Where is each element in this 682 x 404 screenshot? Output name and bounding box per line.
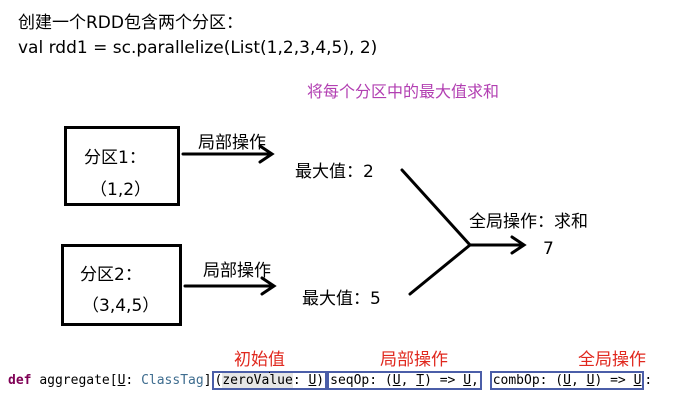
comb-arrow: ) =>: [594, 373, 634, 388]
aggregate-signature: def aggregate[U: ClassTag](zeroValue: U)…: [8, 371, 653, 390]
code-example-text: val rdd1 = sc.parallelize(List(1,2,3,4,5…: [18, 38, 378, 58]
seq-return: U: [463, 373, 472, 388]
zero-type: U: [308, 373, 317, 388]
zero-name-b: lue: [269, 373, 293, 388]
merge-line-bottom: [408, 243, 472, 296]
partition-2-values: （3,4,5）: [82, 296, 160, 316]
comb-op-annotation: 全局操作: [578, 350, 646, 370]
global-op-label: 全局操作：求和: [469, 212, 588, 232]
intro-text: 创建一个RDD包含两个分区：: [18, 13, 243, 33]
local-arrow-2-head: [260, 276, 277, 296]
classtag-type: ClassTag: [141, 373, 204, 388]
partition-2-box: [61, 244, 182, 326]
zero-value-param: (zeroValue: U): [211, 371, 328, 390]
local-op-label-2: 局部操作: [203, 261, 271, 281]
partition-1-label: 分区1：: [84, 148, 146, 168]
seq-type-t: T: [416, 373, 425, 388]
partition-1-box: [64, 126, 180, 206]
paren-close: ): [316, 373, 325, 388]
comb-tail: :: [644, 373, 653, 388]
type-param: U: [117, 373, 126, 388]
partition-1-max: 最大值：2: [295, 162, 374, 182]
comb-comma: ,: [570, 373, 587, 388]
paren-open: (: [214, 373, 223, 388]
seq-op-annotation: 局部操作: [380, 350, 448, 370]
seq-tail: ,: [471, 373, 479, 388]
global-result: 7: [543, 239, 554, 259]
seq-name: seqOp: (: [330, 373, 393, 388]
partition-2-max: 最大值：5: [302, 289, 381, 309]
def-keyword: def: [8, 373, 32, 388]
partition-2-label: 分区2：: [80, 265, 142, 285]
colon: :: [125, 373, 142, 388]
zero-colon: :: [292, 373, 309, 388]
method-name: aggregate: [39, 373, 110, 388]
partition-1-values: （1,2）: [90, 180, 152, 200]
seq-op-param: seqOp: (U, T) => U,: [327, 371, 482, 390]
type-bracket-open: [: [109, 373, 118, 388]
global-arrow-head: [510, 235, 527, 255]
local-arrow-1-head: [258, 144, 275, 164]
comb-op-param: combOp: (U, U) => U: [489, 371, 645, 390]
seq-arrow: ) =>: [424, 373, 464, 388]
zero-value-annotation: 初始值: [234, 350, 285, 370]
comb-type-u1: U: [563, 373, 571, 388]
comb-type-u2: U: [586, 373, 595, 388]
local-op-label-1: 局部操作: [198, 133, 266, 153]
zero-name-a: zeroVa: [222, 373, 270, 388]
type-bracket-close: ]: [203, 373, 212, 388]
comb-name: combOp: (: [492, 373, 564, 388]
comb-return: U: [633, 373, 642, 388]
diagram-subtitle: 将每个分区中的最大值求和: [307, 82, 500, 101]
seq-type-u: U: [392, 373, 401, 388]
merge-line-top: [400, 168, 472, 247]
seq-comma: ,: [400, 373, 417, 388]
